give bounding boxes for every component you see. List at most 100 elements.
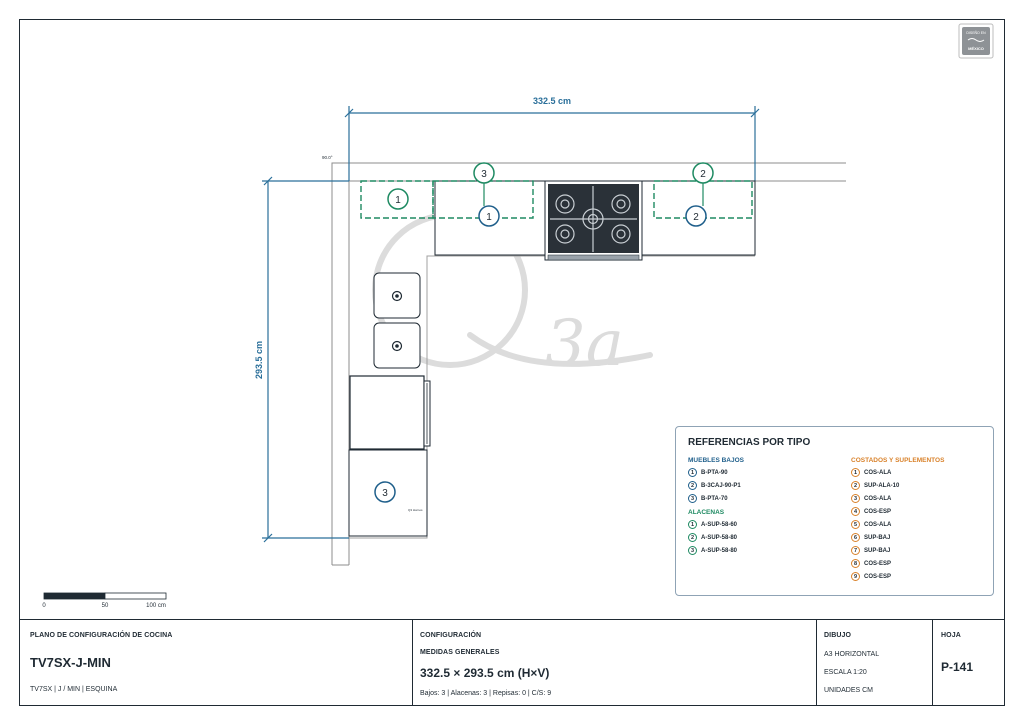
- marker-wall-2: 2: [692, 162, 714, 206]
- legend-side-item: 6 SUP-BAJ: [851, 532, 890, 543]
- drawing-units: UNIDADES CM: [824, 687, 874, 694]
- legend-badge: 1: [688, 520, 697, 529]
- legend-group-base-title: MUEBLES BAJOS: [688, 457, 744, 464]
- legend-code: COS-ALA: [864, 495, 892, 502]
- legend-code: SUP-BAJ: [864, 534, 891, 541]
- dishwasher-appliance: [349, 375, 431, 450]
- legend-code: COS-ALA: [864, 521, 892, 528]
- design-mexico-stamp: DISEÑO EN MÉXICO: [958, 23, 994, 59]
- legend-base-item: 1 B-PTA-90: [688, 467, 728, 478]
- legend-panel: REFERENCIAS POR TIPO MUEBLES BAJOS 1 B-P…: [675, 426, 994, 596]
- legend-code: B-PTA-90: [701, 469, 728, 476]
- scale-tick-50: 50: [102, 603, 109, 609]
- model-name: TV7SX-J-MIN: [30, 655, 111, 670]
- legend-badge: 5: [851, 520, 860, 529]
- scale-tick-0: 0: [42, 603, 46, 609]
- legend-side-item: 4 COS-ESP: [851, 506, 891, 517]
- sink-bowl-lower: [373, 322, 421, 369]
- plan-label: PLANO DE CONFIGURACIÓN DE COCINA: [30, 632, 173, 639]
- legend-code: COS-ESP: [864, 573, 892, 580]
- drawing-scale: ESCALA 1:20: [824, 669, 867, 676]
- legend-badge: 2: [851, 481, 860, 490]
- legend-side-item: 9 COS-ESP: [851, 571, 891, 582]
- legend-code: A-SUP-58-80: [701, 534, 738, 541]
- title-block-drawing-cell: DIBUJO A3 HORIZONTAL ESCALA 1:20 UNIDADE…: [817, 619, 932, 705]
- marker-wall-1-label: 1: [395, 195, 401, 206]
- legend-title: REFERENCIAS POR TIPO: [688, 437, 811, 448]
- legend-code: B-3CAJ-90-P1: [701, 482, 741, 489]
- scale-tick-100: 100 cm: [146, 603, 166, 609]
- width-dimension-label: 332.5 cm: [533, 96, 571, 106]
- legend-badge: 2: [688, 481, 697, 490]
- marker-base-1: 1: [478, 205, 500, 227]
- legend-side-item: 3 COS-ALA: [851, 493, 891, 504]
- legend-side-item: 8 COS-ESP: [851, 558, 891, 569]
- measures-value: 332.5 × 293.5 cm (H×V): [420, 666, 550, 680]
- legend-badge: 4: [851, 507, 860, 516]
- marker-wall-2-label: 2: [700, 169, 706, 180]
- title-block-sheet-cell: HOJA P-141: [933, 619, 1004, 705]
- sheet-border: [19, 19, 1005, 706]
- legend-group-wall-title: ALACENAS: [688, 509, 725, 516]
- corner-angle: 90.0°: [322, 155, 333, 160]
- title-block: PLANO DE CONFIGURACIÓN DE COCINA TV7SX-J…: [19, 619, 1004, 705]
- legend-base-item: 3 B-PTA-70: [688, 493, 728, 504]
- marker-wall-3-label: 3: [481, 169, 487, 180]
- legend-badge: 7: [851, 546, 860, 555]
- legend-side-item: 1 COS-ALA: [851, 467, 891, 478]
- legend-code: COS-ESP: [864, 560, 892, 567]
- title-block-grid: [19, 619, 1005, 706]
- watermark-text: 3a: [545, 307, 624, 381]
- height-dimension-label: 293.5 cm: [254, 341, 264, 379]
- height-dimension: [262, 176, 349, 543]
- legend-badge: 1: [688, 468, 697, 477]
- sheet-format: A3 HORIZONTAL: [824, 651, 880, 658]
- marker-wall-1: 1: [387, 188, 409, 210]
- title-block-config-cell: CONFIGURACIÓN MEDIDAS GENERALES 332.5 × …: [413, 619, 816, 705]
- legend-badge: 2: [688, 533, 697, 542]
- marker-base-3: 3: [374, 481, 396, 503]
- marker-base-3-label: 3: [382, 488, 388, 499]
- title-block-plan-cell: PLANO DE CONFIGURACIÓN DE COCINA TV7SX-J…: [19, 619, 412, 705]
- marker-base-2-label: 2: [693, 212, 699, 223]
- legend-badge: 3: [688, 546, 697, 555]
- legend-code: A-SUP-58-80: [701, 547, 738, 554]
- legend-code: SUP-BAJ: [864, 547, 891, 554]
- legend-code: COS-ALA: [864, 469, 892, 476]
- legend-side-item: 2 SUP-ALA-10: [851, 480, 899, 491]
- legend-side-item: 7 SUP-BAJ: [851, 545, 890, 556]
- legend-badge: 9: [851, 572, 860, 581]
- sink-bowl-upper: [373, 272, 421, 319]
- legend-code: A-SUP-58-60: [701, 521, 738, 528]
- legend-code: SUP-ALA-10: [864, 482, 900, 489]
- sheet-label: HOJA: [941, 632, 961, 639]
- legend-group-side-title: COSTADOS Y SUPLEMENTOS: [851, 457, 945, 464]
- legend-wall-item: 1 A-SUP-58-60: [688, 519, 737, 530]
- drawing-label: DIBUJO: [824, 632, 852, 639]
- scale-bar: 0 50 100 cm: [42, 592, 167, 609]
- legend-code: COS-ESP: [864, 508, 892, 515]
- legend-badge: 8: [851, 559, 860, 568]
- measures-label: MEDIDAS GENERALES: [420, 649, 500, 656]
- legend-base-item: 2 B-3CAJ-90-P1: [688, 480, 741, 491]
- stamp-text-bottom: MÉXICO: [968, 46, 984, 51]
- legend-badge: 3: [688, 494, 697, 503]
- stamp-text-top: DISEÑO EN: [966, 30, 986, 35]
- width-dimension: [344, 106, 760, 181]
- cabinet-counts: Bajos: 3 | Alacenas: 3 | Repisas: 0 | C/…: [420, 690, 552, 697]
- marker-base-1-label: 1: [486, 212, 492, 223]
- model-subtitle: TV7SX | J / MIN | ESQUINA: [30, 686, 118, 693]
- config-label: CONFIGURACIÓN: [420, 632, 482, 639]
- legend-badge: 1: [851, 468, 860, 477]
- legend-badge: 3: [851, 494, 860, 503]
- legend-side-item: 5 COS-ALA: [851, 519, 891, 530]
- appliance-tag: Q3 Hornos: [408, 508, 423, 512]
- legend-wall-item: 3 A-SUP-58-80: [688, 545, 737, 556]
- legend-badge: 6: [851, 533, 860, 542]
- sheet-number: P-141: [941, 660, 974, 674]
- marker-wall-3: 3: [473, 162, 495, 206]
- legend-code: B-PTA-70: [701, 495, 728, 502]
- marker-base-2: 2: [685, 205, 707, 227]
- cooktop-range: [544, 180, 643, 261]
